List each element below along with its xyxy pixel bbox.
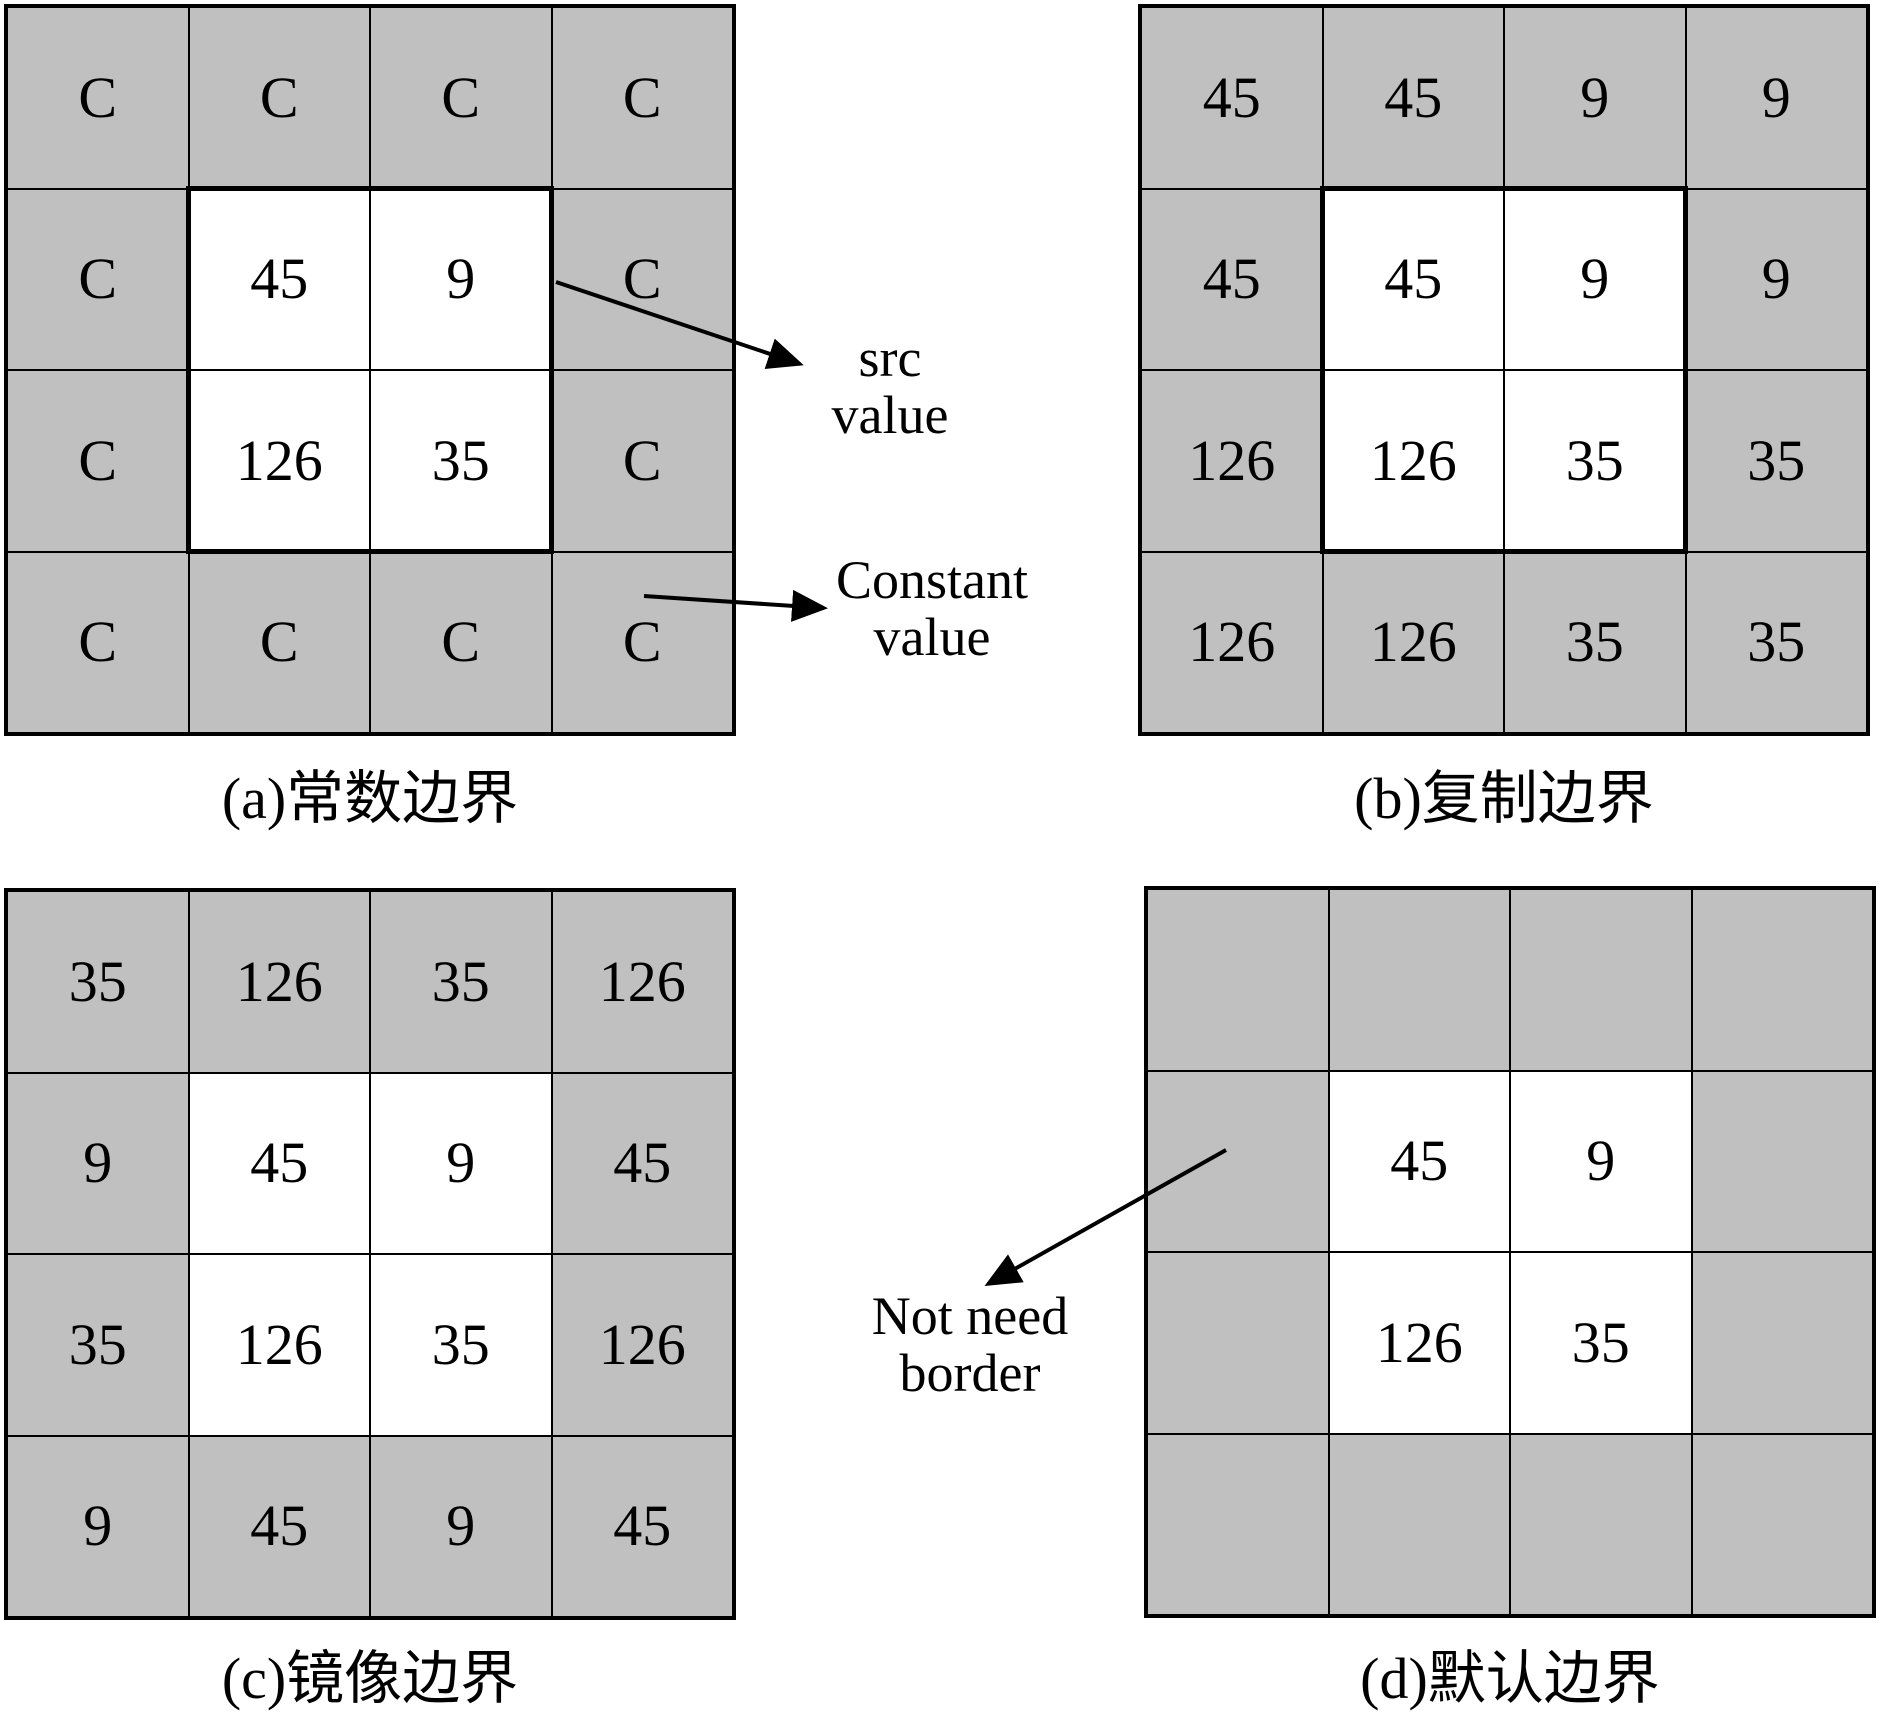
grid-cell: 9	[7, 1072, 189, 1254]
grid-cell: C	[370, 551, 552, 733]
grid-cell	[1510, 1433, 1692, 1615]
src-value-line1: src	[858, 328, 922, 388]
grid-cell	[1691, 1070, 1873, 1252]
grid-cell: 35	[1504, 551, 1686, 733]
grid-cell: 9	[1685, 188, 1867, 370]
grid-cell: C	[188, 551, 370, 733]
src-value-label: src value	[800, 330, 980, 443]
grid-cell: C	[7, 188, 189, 370]
grid-cell: C	[551, 370, 733, 552]
constant-value-line1: Constant	[835, 550, 1028, 610]
panel-b-grid: 45 45 9 9 45 45 9 9 126 126 35 35 126 12…	[1138, 4, 1870, 736]
src-value-line2: value	[831, 384, 949, 445]
grid-cell-src: 45	[1322, 188, 1504, 370]
panel-c-grid: 35 126 35 126 9 45 9 45 35 126 35 126 9 …	[4, 888, 736, 1620]
grid-cell	[1147, 1252, 1329, 1434]
constant-value-label: Constant value	[822, 552, 1042, 665]
grid-cell: 126	[1141, 370, 1323, 552]
grid-cell: C	[188, 7, 370, 189]
grid-cell: C	[370, 7, 552, 189]
grid-cell	[1147, 1070, 1329, 1252]
grid-cell	[1691, 1433, 1873, 1615]
grid-cell-src: 35	[1510, 1252, 1692, 1434]
grid-cell-src: 35	[370, 370, 552, 552]
grid-cell: 35	[370, 891, 552, 1073]
grid-cell: 9	[370, 1435, 552, 1617]
grid-cell: 45	[551, 1435, 733, 1617]
grid-cell	[1691, 889, 1873, 1071]
panel-d-grid: 45 9 126 35	[1144, 886, 1876, 1618]
grid-cell-src: 126	[1328, 1252, 1510, 1434]
not-need-border-label: Not need border	[850, 1288, 1090, 1401]
grid-cell: C	[7, 551, 189, 733]
panel-c-caption: (c)镜像边界	[221, 1646, 519, 1711]
grid-cell	[1510, 889, 1692, 1071]
constant-value-line2: value	[873, 606, 991, 667]
grid-cell-src: 35	[370, 1254, 552, 1436]
grid-cell: 126	[1141, 551, 1323, 733]
not-need-border-line1: Not need	[871, 1286, 1069, 1346]
grid-cell: 9	[1685, 7, 1867, 189]
panel-a-caption: (a)常数边界	[221, 766, 519, 831]
grid-cell: 126	[188, 891, 370, 1073]
panel-a-grid: C C C C C 45 9 C C 126 35 C C C C C	[4, 4, 736, 736]
grid-cell-src: 126	[188, 1254, 370, 1436]
grid-cell: 126	[551, 1254, 733, 1436]
grid-cell-src: 9	[370, 188, 552, 370]
grid-cell-src: 45	[1328, 1070, 1510, 1252]
grid-cell-src: 126	[1322, 370, 1504, 552]
grid-cell-src: 45	[188, 1072, 370, 1254]
panel-d-caption: (d)默认边界	[1360, 1646, 1660, 1711]
grid-cell: C	[551, 551, 733, 733]
grid-cell	[1147, 889, 1329, 1071]
grid-cell: 126	[551, 891, 733, 1073]
grid-cell: 35	[7, 1254, 189, 1436]
grid-cell: 126	[1322, 551, 1504, 733]
grid-cell-src: 35	[1504, 370, 1686, 552]
grid-cell: 45	[1322, 7, 1504, 189]
grid-cell: 45	[188, 1435, 370, 1617]
grid-cell	[1147, 1433, 1329, 1615]
grid-cell: 45	[1141, 7, 1323, 189]
not-need-border-line2: border	[899, 1342, 1041, 1403]
panel-b-caption: (b)复制边界	[1354, 766, 1654, 831]
grid-cell	[1328, 889, 1510, 1071]
grid-cell: 35	[1685, 551, 1867, 733]
grid-cell: 45	[551, 1072, 733, 1254]
grid-cell: C	[7, 370, 189, 552]
grid-cell: 9	[7, 1435, 189, 1617]
grid-cell-src: 9	[1504, 188, 1686, 370]
grid-cell: C	[7, 7, 189, 189]
grid-cell-src: 45	[188, 188, 370, 370]
grid-cell: C	[551, 188, 733, 370]
grid-cell: 35	[7, 891, 189, 1073]
grid-cell-src: 9	[370, 1072, 552, 1254]
grid-cell-src: 126	[188, 370, 370, 552]
grid-cell: 9	[1504, 7, 1686, 189]
grid-cell	[1691, 1252, 1873, 1434]
grid-cell	[1328, 1433, 1510, 1615]
grid-cell-src: 9	[1510, 1070, 1692, 1252]
grid-cell: 45	[1141, 188, 1323, 370]
grid-cell: 35	[1685, 370, 1867, 552]
grid-cell: C	[551, 7, 733, 189]
